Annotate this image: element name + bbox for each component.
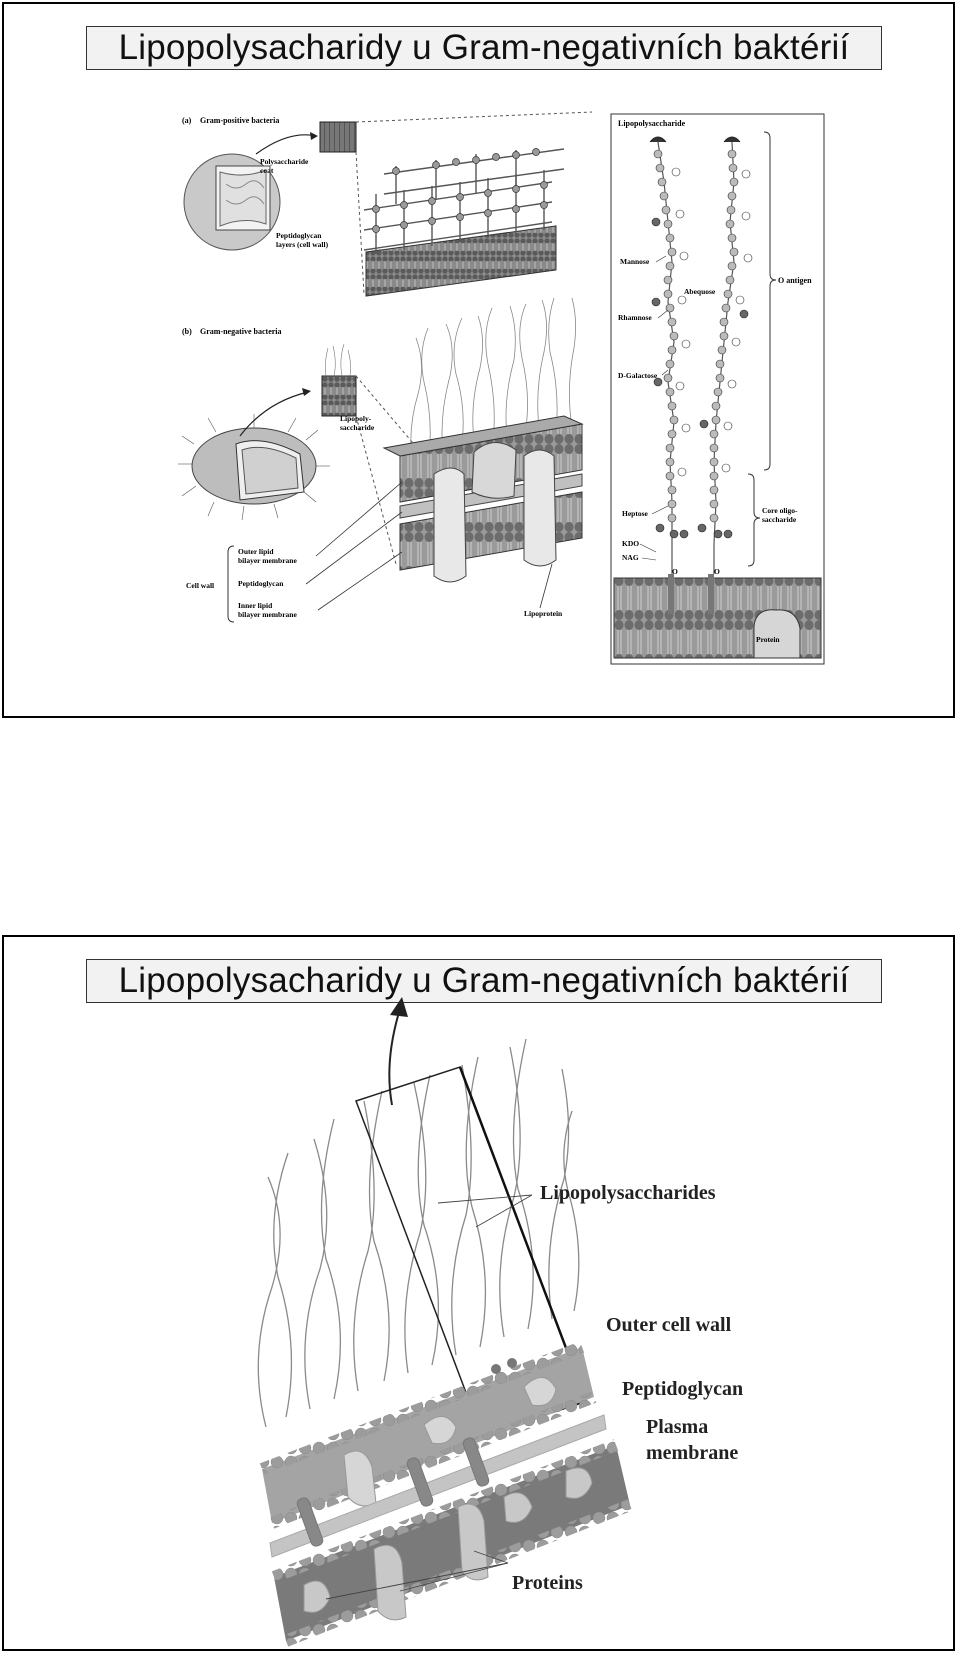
panel-a-label: (a) [182,116,192,125]
polysaccharide-coat-label-2: coat [260,166,274,175]
slide-1: Lipopolysacharidy u Gram-negativních bak… [2,2,955,718]
peptidoglycan-label-2: Peptidoglycan [622,1378,743,1400]
proteins-label: Proteins [512,1572,583,1594]
slide-1-title: Lipopolysacharidy u Gram-negativních bak… [118,28,850,67]
envelope-sample-block [321,343,357,417]
plasma-label-1: Plasma [646,1416,708,1438]
lps-chain-right [697,136,753,574]
o-link-left: O [672,567,678,576]
protein-label: Protein [756,635,780,644]
rhamnose-label: Rhamnose [618,313,652,322]
peptidoglycan-layers-label-2: layers (cell wall) [276,240,329,249]
outer-membrane-label-2: bilayer membrane [238,556,297,565]
peptidoglycan-layers-label-1: Peptidoglycan [276,231,322,240]
slide-2-title-box: Lipopolysacharidy u Gram-negativních bak… [86,959,882,1003]
slide-1-title-box: Lipopolysacharidy u Gram-negativních bak… [86,26,882,70]
cell-wall-diagram: (a) Gram-positive bacteria Polysaccharid… [178,111,825,665]
peptidoglycan-mesh [363,148,565,297]
o-link-right: O [714,567,720,576]
outer-membrane-label-1: Outer lipid [238,547,274,556]
lps-label-1: Lipopoly- [340,414,372,423]
heptose-label: Heptose [622,509,649,518]
peptidoglycan-band [269,1414,607,1558]
lps-chain-left [649,136,691,574]
lps-label-2: saccharide [340,423,375,432]
lipopolysaccharides-label: Lipopolysaccharides [540,1182,716,1204]
panel-a-title: Gram-positive bacteria [200,116,279,125]
mannose-label: Mannose [620,257,650,266]
zoom-arrow-a [255,134,317,155]
panel-b-label: (b) [182,327,192,336]
peptidoglycan-label: Peptidoglycan [238,579,284,588]
lps-panel-title: Lipopolysaccharide [618,119,686,128]
wall-sample-block [319,121,357,153]
lipoprotein-links [296,1437,490,1547]
outer-cell-wall-label: Outer cell wall [606,1314,732,1336]
galactose-label: D-Galactose [618,371,658,380]
abequose-label: Abequose [684,287,716,296]
inner-membrane-label-2: bilayer membrane [238,610,297,619]
panel-b-title: Gram-negative bacteria [200,327,282,336]
plasma-label-2: membrane [646,1442,738,1464]
lps-membrane [613,574,822,659]
nag-label: NAG [622,553,639,562]
lipoprotein-label: Lipoprotein [524,609,563,618]
core-label-2: saccharide [762,515,797,524]
gram-negative-cell [178,414,330,521]
slide-2-title: Lipopolysacharidy u Gram-negativních bak… [118,961,850,1000]
cell-wall-label: Cell wall [186,581,214,590]
slide-2: Lipopolysacharidy u Gram-negativních bak… [2,935,955,1651]
kdo-label: KDO [622,539,639,548]
core-label-1: Core oligo- [762,506,798,515]
gram-positive-cell [183,153,281,251]
o-antigen-label: O antigen [778,276,812,285]
inner-membrane-label-1: Inner lipid [238,601,273,610]
direction-arrow [388,1008,401,1106]
polysaccharide-coat-label-1: Polysaccharide [260,157,309,166]
envelope-diagram: Lipopolysaccharides Outer cell wall Pept… [257,997,743,1647]
outer-cell-wall [259,1341,597,1529]
